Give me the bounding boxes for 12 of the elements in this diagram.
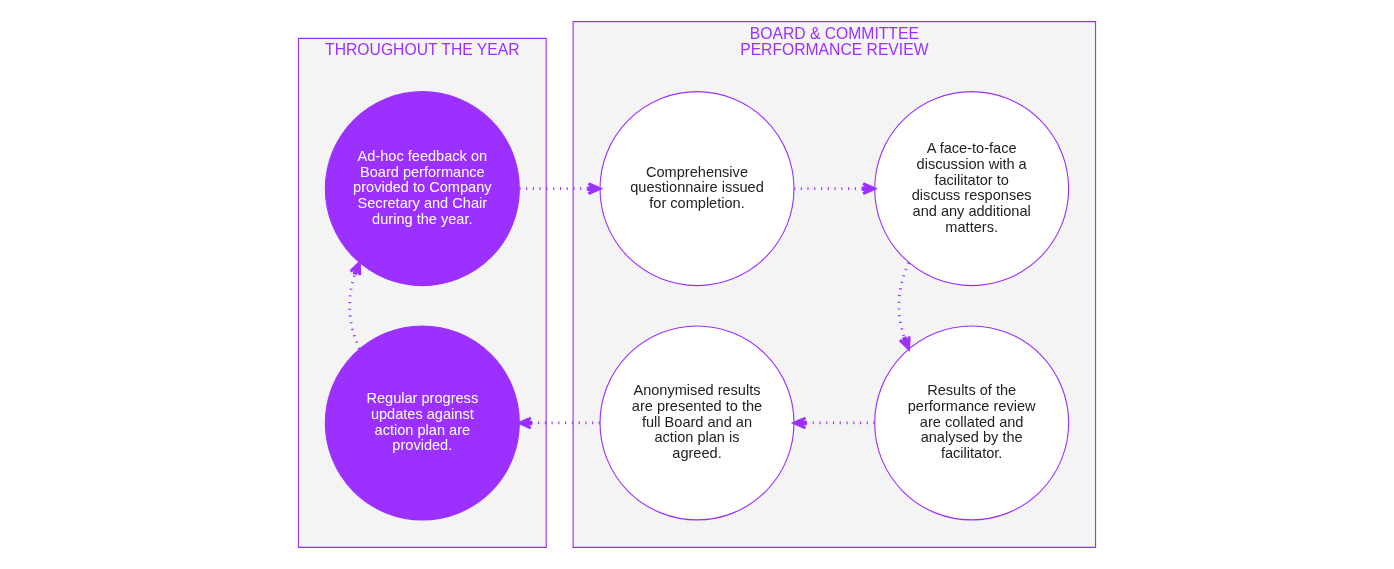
arrow [792, 416, 875, 430]
node-circle: Ad-hoc feedback on Board performance provided to Company Secretary and Chair during the year. [324, 91, 520, 287]
node-circle: A face-to-face discussion with a facilitator to discuss responses and any additional matters. [874, 91, 1070, 287]
arrow [348, 261, 362, 350]
arrow [518, 416, 600, 430]
node-circle: Comprehensive questionnaire issued for completion. [599, 91, 795, 287]
node-circle: Regular progress updates against action plan are provided. [324, 325, 520, 521]
arrow [794, 182, 876, 196]
node-circle: Results of the performance review are collated and analysed by the facilitator. [874, 325, 1070, 521]
arrow [519, 182, 602, 196]
arrow [897, 262, 911, 351]
node-circle: Anonymised results are presented to the full Board and an action plan is agreed. [599, 325, 795, 521]
